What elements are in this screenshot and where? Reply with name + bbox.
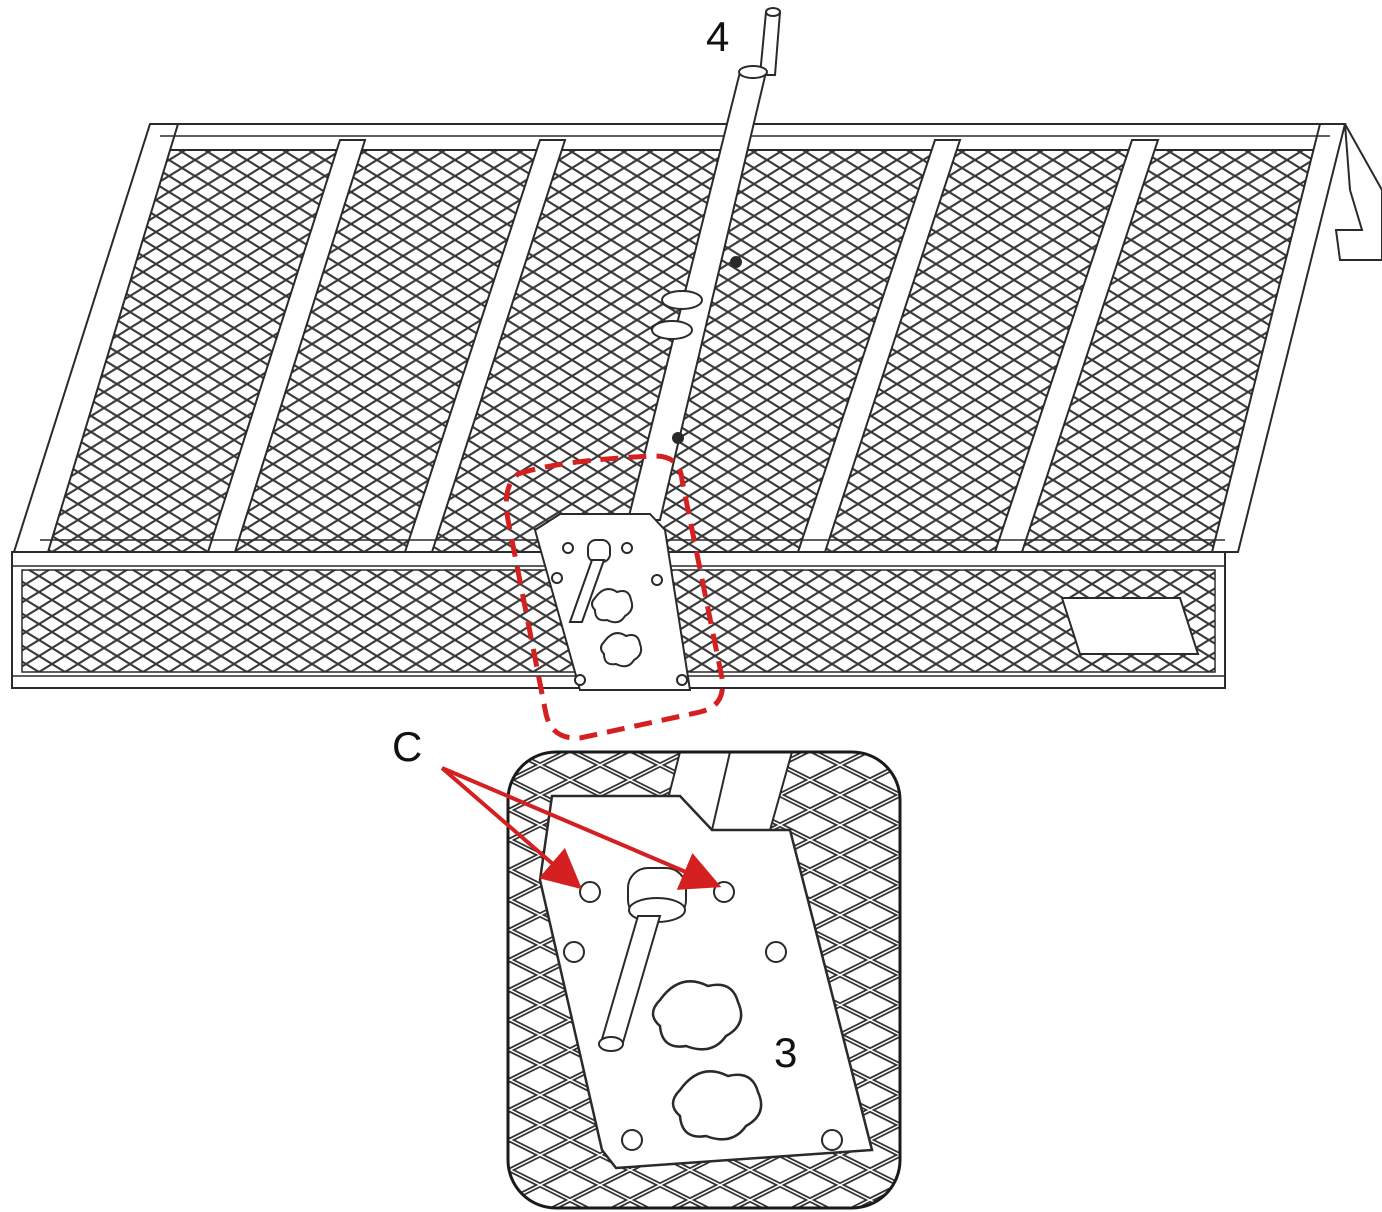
callout-part-c: C: [392, 723, 423, 770]
highlight-region: [503, 453, 726, 741]
callout-c-arrows: [440, 766, 722, 890]
callout-part-4: 4: [706, 13, 730, 60]
callout-part-3: 3: [774, 1029, 798, 1076]
front-side-panel: [11, 551, 1226, 689]
handle-pole: [626, 7, 782, 521]
mounting-plate: [533, 513, 692, 691]
detail-inset: [506, 750, 902, 1210]
reflector-plate: [1060, 597, 1200, 655]
